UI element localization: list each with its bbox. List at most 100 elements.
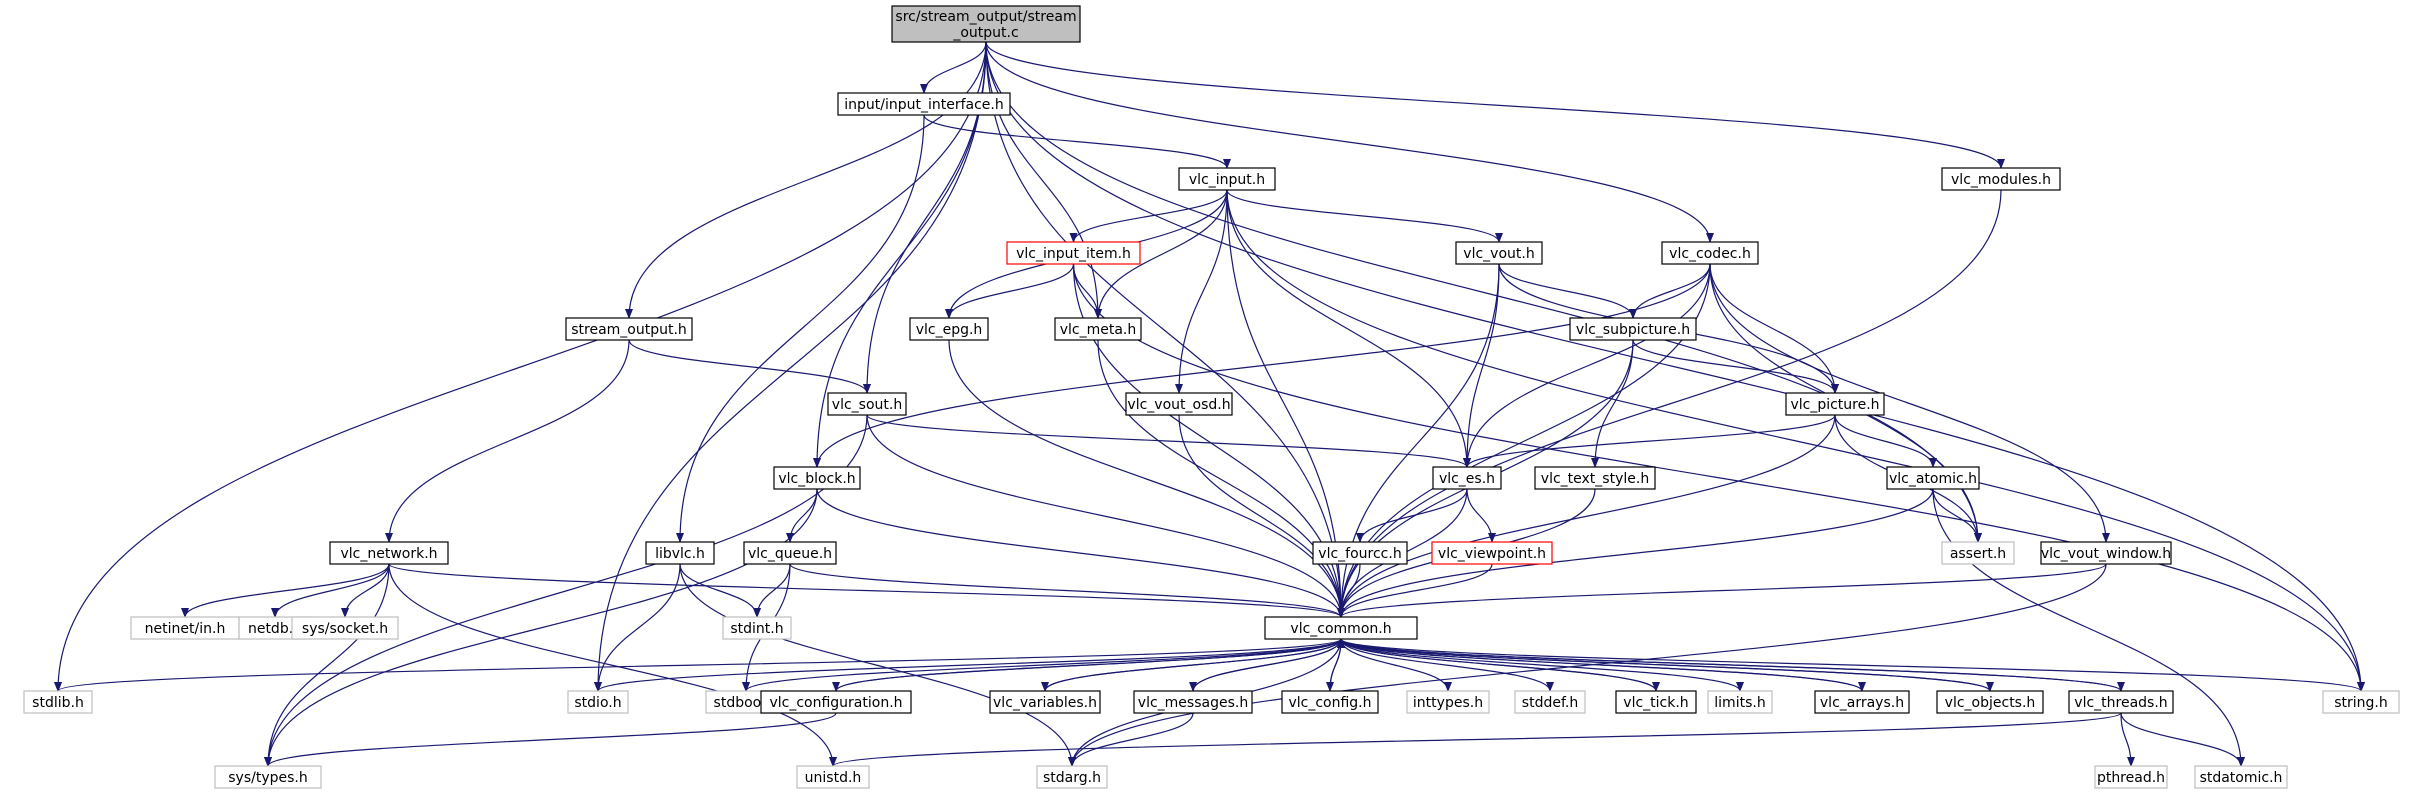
node-vlc-vout-osd[interactable]: vlc_vout_osd.h	[1125, 392, 1233, 416]
node-vlc-modules[interactable]: vlc_modules.h	[1941, 167, 2061, 191]
node-vlc-epg[interactable]: vlc_epg.h	[909, 317, 989, 341]
node-label: vlc_fourcc.h	[1318, 546, 1401, 562]
node-root[interactable]: src/stream_output/stream_output.c	[891, 5, 1081, 43]
node-unistd: unistd.h	[796, 765, 870, 789]
edge-vlc_viewpoint-to-vlc_common	[1337, 563, 1493, 618]
node-vlc-vout[interactable]: vlc_vout.h	[1455, 241, 1543, 265]
node-box	[1785, 392, 1885, 416]
edge-vlc_es-to-vlc_viewpoint	[1466, 488, 1496, 543]
edge-vlc_vout-to-vlc_es	[1463, 263, 1500, 468]
edge-vlc_input-to-vlc_meta	[1094, 189, 1228, 319]
node-box	[1178, 167, 1276, 191]
node-label: vlc_configuration.h	[769, 695, 902, 711]
edge-vlc_network-to-vlc_common	[388, 563, 1345, 618]
node-vlc-input-item[interactable]: vlc_input_item.h	[1006, 241, 1141, 265]
edge-vlc_input-to-vlc_es	[1226, 189, 1471, 468]
edge-vlc_threads-to-vlc_common	[1337, 638, 2122, 692]
node-label: vlc_vout_window.h	[2041, 546, 2171, 562]
node-label: stdatomic.h	[2200, 770, 2283, 786]
node-stream-output[interactable]: stream_output.h	[565, 317, 693, 341]
node-vlc-subpicture[interactable]: vlc_subpicture.h	[1569, 317, 1697, 341]
node-vlc-codec[interactable]: vlc_codec.h	[1661, 241, 1759, 265]
edge-vlc_threads-to-unistd	[829, 712, 2122, 767]
node-vlc-fourcc[interactable]: vlc_fourcc.h	[1312, 541, 1408, 565]
node-vlc-queue[interactable]: vlc_queue.h	[743, 541, 837, 565]
node-box	[2194, 765, 2288, 789]
edge-root-to-input_interface	[920, 41, 987, 94]
edge-vlc_network-to-netinet_in	[181, 563, 390, 618]
node-box	[329, 541, 449, 565]
node-vlc-objects[interactable]: vlc_objects.h	[1936, 690, 2044, 714]
node-label: vlc_common.h	[1290, 621, 1391, 637]
node-vlc-messages[interactable]: vlc_messages.h	[1133, 690, 1253, 714]
node-label: unistd.h	[805, 770, 862, 786]
node-vlc-common[interactable]: vlc_common.h	[1264, 616, 1418, 640]
node-vlc-picture[interactable]: vlc_picture.h	[1785, 392, 1885, 416]
edge-root-to-vlc_block	[813, 41, 987, 468]
node-vlc-variables[interactable]: vlc_variables.h	[989, 690, 1101, 714]
edge-vlc_block-to-sys_types	[264, 488, 818, 767]
node-vlc-text-style[interactable]: vlc_text_style.h	[1534, 466, 1656, 490]
node-libvlc[interactable]: libvlc.h	[645, 541, 715, 565]
edge-vlc_picture-to-vlc_common	[1337, 414, 1836, 618]
node-box	[1814, 690, 1910, 714]
node-vlc-es[interactable]: vlc_es.h	[1432, 466, 1502, 490]
edge-vlc_configuration-to-sys_types	[264, 712, 837, 767]
node-box	[722, 616, 792, 640]
node-vlc-vout-window[interactable]: vlc_vout_window.h	[2040, 541, 2172, 565]
edge-vlc_codec-to-vlc_vout_window	[1709, 263, 2110, 543]
node-label: vlc_meta.h	[1060, 322, 1137, 338]
node-vlc-config[interactable]: vlc_config.h	[1281, 690, 1379, 714]
node-label: vlc_network.h	[340, 546, 437, 562]
node-box	[1707, 690, 1773, 714]
edge-vlc_threads-to-pthread	[2120, 712, 2135, 767]
node-label: vlc_text_style.h	[1541, 471, 1649, 487]
node-vlc-sout[interactable]: vlc_sout.h	[827, 392, 907, 416]
edge-vlc_network-to-sys_types	[264, 563, 390, 767]
node-label: sys/socket.h	[302, 621, 388, 637]
node-sys-socket: sys/socket.h	[291, 616, 399, 640]
nodes-layer: src/stream_output/stream_output.c input/i…	[23, 5, 2400, 789]
node-stdarg: stdarg.h	[1036, 765, 1108, 789]
edge-vlc_atomic-to-assert	[1932, 488, 1982, 543]
node-label: src/stream_output/stream	[895, 9, 1076, 25]
node-label: stddef.h	[1522, 695, 1578, 711]
node-vlc-viewpoint[interactable]: vlc_viewpoint.h	[1431, 541, 1553, 565]
edge-vlc_common-to-stddef	[1340, 638, 1554, 692]
node-box	[1432, 466, 1502, 490]
edge-libvlc-to-stdio	[594, 563, 681, 692]
node-vlc-threads[interactable]: vlc_threads.h	[2068, 690, 2174, 714]
edge-vlc_sout-to-vlc_common	[866, 414, 1345, 618]
node-vlc-block[interactable]: vlc_block.h	[773, 466, 861, 490]
edge-vlc_common-to-stdio	[594, 638, 1342, 692]
node-vlc-configuration[interactable]: vlc_configuration.h	[760, 690, 912, 714]
edge-vlc_common-to-stdlib	[54, 638, 1342, 692]
edge-vlc_common-to-string	[1340, 638, 2365, 692]
edge-vlc_network-to-netdb	[271, 563, 390, 618]
node-vlc-network[interactable]: vlc_network.h	[329, 541, 449, 565]
node-vlc-atomic[interactable]: vlc_atomic.h	[1886, 466, 1980, 490]
node-box	[837, 92, 1011, 116]
edge-vlc_codec-to-vlc_picture	[1709, 263, 1839, 394]
node-vlc-input[interactable]: vlc_input.h	[1178, 167, 1276, 191]
node-stdlib: stdlib.h	[23, 690, 93, 714]
node-label: vlc_config.h	[1288, 695, 1371, 711]
edge-root-to-vlc_codec	[985, 41, 1714, 243]
edge-vlc_es-to-vlc_fourcc	[1356, 488, 1468, 543]
node-box	[773, 466, 861, 490]
node-assert: assert.h	[1941, 541, 2015, 565]
node-label: vlc_variables.h	[993, 695, 1097, 711]
edge-vlc_picture-to-vlc_es	[1463, 414, 1836, 468]
node-vlc-tick[interactable]: vlc_tick.h	[1615, 690, 1697, 714]
node-vlc-arrays[interactable]: vlc_arrays.h	[1814, 690, 1910, 714]
node-label: netinet/in.h	[145, 621, 226, 637]
node-label: vlc_input_item.h	[1016, 246, 1131, 262]
edge-vlc_input-to-vlc_input_item	[1069, 189, 1228, 243]
node-vlc-meta[interactable]: vlc_meta.h	[1054, 317, 1142, 341]
edge-vlc_messages-to-stdarg	[1068, 712, 1194, 767]
edge-vlc_vout_osd-to-vlc_common	[1178, 414, 1345, 618]
node-stdint: stdint.h	[722, 616, 792, 640]
node-input-interface[interactable]: input/input_interface.h	[837, 92, 1011, 116]
edge-stream_output-to-vlc_network	[385, 339, 630, 543]
